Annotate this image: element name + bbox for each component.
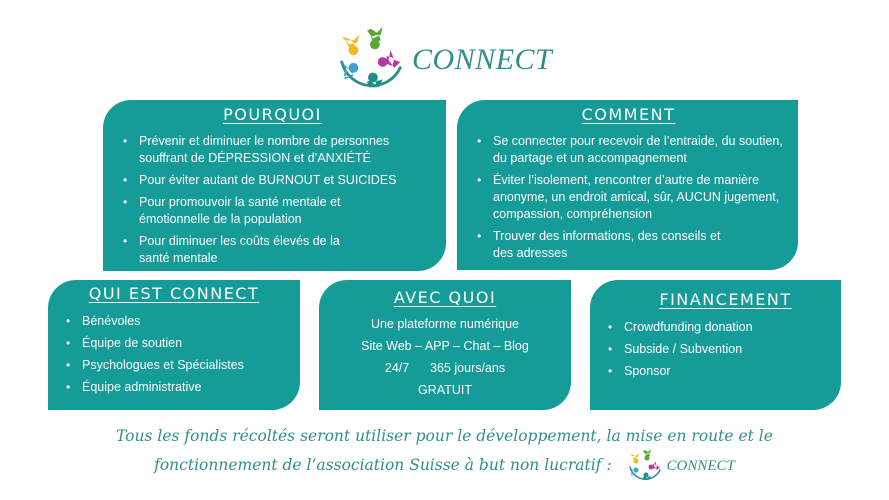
footer-connect-logo: CONNECT — [625, 447, 735, 485]
footer-line-2: fonctionnement de l’association Suisse à… — [154, 456, 612, 474]
footer-logo-text: CONNECT — [666, 458, 735, 474]
list-item: Pour diminuer les coûts élevés de la san… — [113, 233, 369, 267]
card-title: POURQUOI — [223, 105, 322, 124]
bullet-list: Se connecter pour recevoir de l’entraide… — [467, 133, 790, 262]
text-line: GRATUIT — [418, 383, 472, 397]
list-item: Équipe de soutien — [56, 335, 292, 352]
list-item: Psychologues et Spécialistes — [56, 357, 292, 374]
card-qui-est-connect: QUI EST CONNECT Bénévoles Équipe de sout… — [48, 280, 300, 410]
list-item: Pour promouvoir la santé mentale et émot… — [113, 194, 369, 228]
card-avec-quoi: AVEC QUOI Une plateforme numérique Site … — [319, 280, 571, 410]
list-item: Prévenir et diminuer le nombre de person… — [113, 133, 429, 167]
list-item: Subside / Subvention — [598, 341, 833, 358]
list-item: Équipe administrative — [56, 379, 292, 396]
text-line: Site Web – APP – Chat – Blog — [361, 339, 529, 353]
bullet-list: Bénévoles Équipe de soutien Psychologues… — [56, 313, 292, 396]
footer-line-1: Tous les fonds récoltés seront utiliser … — [116, 427, 773, 445]
text-line: Une plateforme numérique — [371, 317, 519, 331]
list-item: Crowdfunding donation — [598, 319, 833, 336]
card-title: AVEC QUOI — [393, 288, 497, 307]
people-circle-logo-icon — [340, 25, 402, 89]
card-pourquoi: POURQUOI Prévenir et diminuer le nombre … — [103, 100, 446, 271]
footer-statement: Tous les fonds récoltés seront utiliser … — [0, 425, 889, 485]
connect-logo: CONNECT — [332, 22, 552, 98]
bullet-list: Crowdfunding donation Subside / Subventi… — [598, 319, 833, 380]
list-item: Trouver des informations, des conseils e… — [467, 228, 733, 262]
footer-line-2-wrap: fonctionnement de l’association Suisse à… — [0, 447, 889, 485]
people-circle-logo-icon — [628, 448, 661, 481]
list-item: Se connecter pour recevoir de l’entraide… — [467, 133, 783, 167]
list-item: Bénévoles — [56, 313, 292, 330]
card-title: COMMENT — [581, 105, 676, 124]
feature-lines: Une plateforme numérique Site Web – APP … — [327, 313, 563, 401]
list-item: Éviter l’isolement, rencontrer d’autre d… — [467, 172, 789, 223]
card-financement: FINANCEMENT Crowdfunding donation Subsid… — [590, 280, 841, 410]
card-title: FINANCEMENT — [659, 290, 792, 309]
text-line: 24/7 365 jours/ans — [384, 361, 506, 375]
list-item: Pour éviter autant de BURNOUT et SUICIDE… — [113, 172, 432, 189]
card-title: QUI EST CONNECT — [88, 284, 260, 303]
card-comment: COMMENT Se connecter pour recevoir de l’… — [457, 100, 798, 270]
logo-text: CONNECT — [412, 43, 553, 76]
bullet-list: Prévenir et diminuer le nombre de person… — [113, 133, 432, 267]
list-item: Sponsor — [598, 363, 833, 380]
